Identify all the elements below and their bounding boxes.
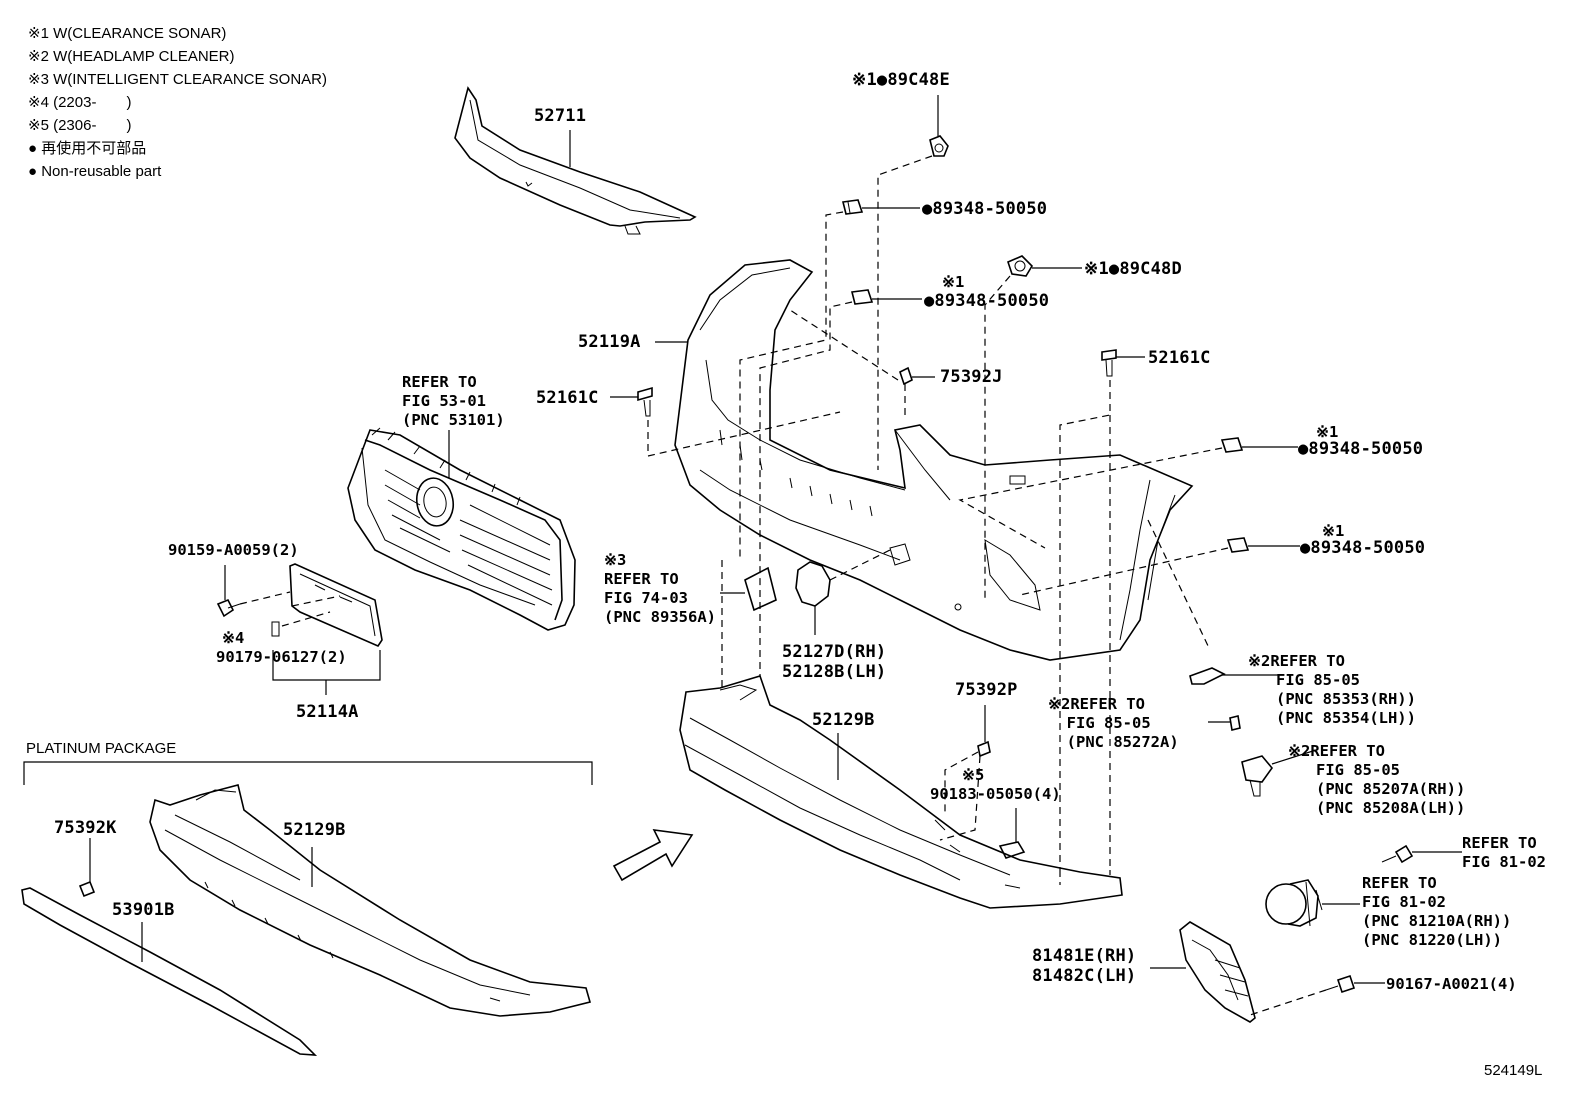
label-52119a: 52119A: [578, 332, 641, 352]
sonar-cap-89356a: [744, 566, 777, 612]
legend: ※1 W(CLEARANCE SONAR) ※2 W(HEADLAMP CLEA…: [28, 22, 327, 183]
label-52161c-left: 52161C: [536, 388, 599, 408]
dash-89348-4: [1019, 519, 1229, 651]
legend-item: ● Non-reusable part: [28, 163, 162, 180]
license-bracket-52114a: [271, 563, 383, 648]
headlamp-cleaner-cap: [1189, 667, 1226, 685]
bumper-cover-52119a: [674, 259, 1194, 661]
platinum-package-label: PLATINUM PACKAGE: [26, 740, 177, 757]
label-89348-4: ●89348-50050: [1300, 538, 1426, 558]
legend-item: ※2 W(HEADLAMP CLEANER): [28, 48, 235, 65]
dash-75392j: [789, 309, 906, 420]
refer-headlamp-cap: ※2REFER TO FIG 85-05 (PNC 85353(RH)) (PN…: [1248, 652, 1416, 727]
label-81481e: 81481E(RH) 81482C(LH): [1032, 946, 1137, 986]
dash-89348-2: [759, 301, 853, 590]
platinum-spoiler-52129b: [149, 784, 591, 1017]
label-52711: 52711: [534, 106, 587, 126]
note-89348-2: ※1: [942, 273, 965, 291]
direction-arrow: [612, 829, 694, 882]
label-89348-top: ●89348-50050: [922, 199, 1048, 219]
note-90183: ※5: [962, 766, 985, 784]
legend-item: ● 再使用不可部品: [28, 140, 147, 157]
dash-89c48e: [877, 155, 933, 470]
upper-molding-52711: [454, 86, 697, 235]
label-89348-3: ●89348-50050: [1298, 439, 1424, 459]
nut-90183: [998, 841, 1026, 859]
label-52129b-plat: 52129B: [283, 820, 346, 840]
clip-52161c-left: [637, 386, 653, 417]
label-90179: 90179-06127(2): [216, 648, 347, 666]
refer-fog-screw: REFER TO FIG 81-02: [1462, 834, 1546, 871]
lower-spoiler-52129b: [679, 675, 1123, 909]
clip-75392j: [899, 366, 913, 386]
legend-item: ※5 (2306- ): [28, 117, 132, 134]
label-90159: 90159-A0059(2): [168, 541, 299, 559]
molding-53901b: [21, 887, 318, 1056]
note-90179: ※4: [222, 629, 245, 647]
dash-52161c-right: [1059, 380, 1111, 870]
dash-90159: [239, 591, 341, 627]
tow-hook-cover-52127d: [795, 561, 831, 607]
sensor-retainer-89348-2: [851, 289, 874, 305]
label-52127d: 52127D(RH) 52128B(LH): [782, 642, 887, 682]
refer-grille: REFER TO FIG 53-01 (PNC 53101): [402, 373, 505, 429]
label-89c48d: ※1●89C48D: [1084, 259, 1182, 279]
dash-90167: [1249, 989, 1327, 1016]
label-52129b: 52129B: [812, 710, 875, 730]
leader-85207a: [1271, 749, 1317, 765]
radiator-grille: [347, 427, 576, 631]
figure-number: 524149L: [1484, 1062, 1543, 1079]
dash-89c48d: [984, 275, 1011, 600]
refer-bracket: ※2REFER TO FIG 85-05 (PNC 85272A): [1048, 695, 1179, 751]
label-75392k: 75392K: [54, 818, 117, 838]
clip-89c48d: [1007, 255, 1034, 277]
fog-bezel-81481e: [1179, 921, 1256, 1023]
dash-52161c-left: [647, 411, 841, 457]
refer-sonar: ※3 REFER TO FIG 74-03 (PNC 89356A): [604, 551, 716, 626]
legend-item: ※4 (2203- ): [28, 94, 132, 111]
label-75392p: 75392P: [955, 680, 1018, 700]
label-89c48e: ※1●89C48E: [852, 70, 950, 90]
bracket-85272a: [1229, 715, 1241, 731]
sensor-retainer-89348-4: [1226, 537, 1250, 553]
label-53901b: 53901B: [112, 900, 175, 920]
fog-lamp: [1265, 879, 1323, 927]
clip-75392k: [78, 880, 96, 898]
dash-lower: [721, 560, 761, 690]
screw-90167: [1325, 974, 1356, 994]
dash-52127d: [829, 549, 891, 581]
note-89348-4: ※1: [1322, 522, 1345, 540]
clip-52161c-right: [1101, 349, 1117, 377]
label-89348-2: ●89348-50050: [924, 291, 1050, 311]
label-52114a: 52114A: [296, 702, 359, 722]
refer-nozzle: ※2REFER TO FIG 85-05 (PNC 85207A(RH)) (P…: [1288, 742, 1466, 817]
dash-89348-3: [958, 447, 1223, 549]
legend-item: ※1 W(CLEARANCE SONAR): [28, 25, 227, 42]
label-75392j: 75392J: [940, 367, 1003, 387]
legend-item: ※3 W(INTELLIGENT CLEARANCE SONAR): [28, 71, 328, 88]
label-90167: 90167-A0021(4): [1386, 975, 1517, 993]
clip-89c48e: [929, 135, 949, 157]
note-89348-3: ※1: [1316, 423, 1339, 441]
refer-fog: REFER TO FIG 81-02 (PNC 81210A(RH)) (PNC…: [1362, 874, 1512, 949]
label-52161c-right: 52161C: [1148, 348, 1211, 368]
platinum-bracket: [23, 761, 593, 785]
sensor-retainer-89348-top: [842, 199, 864, 215]
clip-75392p: [977, 740, 991, 758]
sensor-retainer-89348-3: [1220, 437, 1244, 453]
screw-90159: [216, 598, 241, 618]
dash-90183: [1059, 870, 1111, 885]
label-90183: 90183-05050(4): [930, 785, 1061, 803]
headlamp-nozzle: [1241, 755, 1274, 797]
dash-75392p: [939, 751, 981, 841]
fog-lamp-screw: [1381, 844, 1414, 864]
